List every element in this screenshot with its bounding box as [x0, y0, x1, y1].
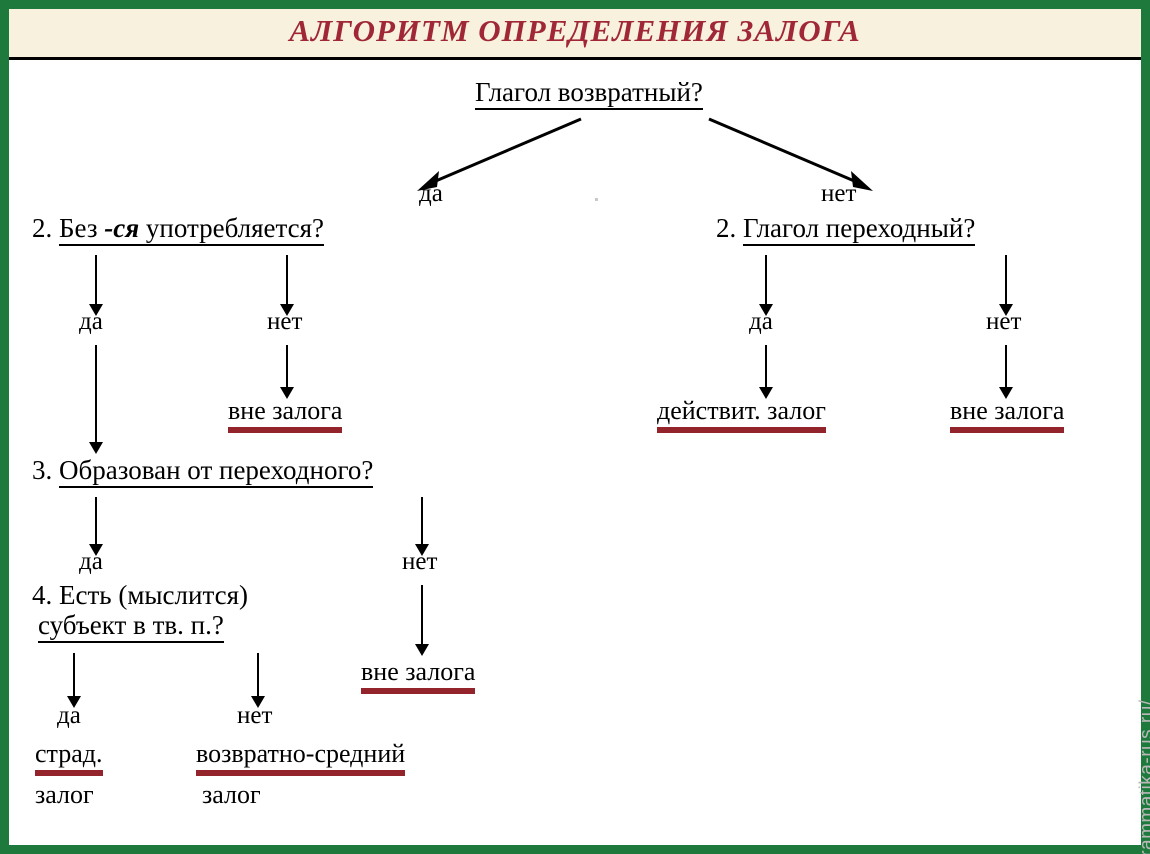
node-result-vne-zaloga-1: вне залога [228, 396, 343, 434]
q4-text-line2: субъект в тв. п.? [38, 610, 224, 644]
speck-artifact [595, 198, 598, 201]
result-text-line2: залог [202, 780, 261, 810]
node-root-question: Глагол возвратный? [475, 77, 703, 111]
edge-q2r-yes-arrow [759, 304, 773, 316]
edge-q2r-no-line [1005, 255, 1007, 307]
edge-q3-no-line [421, 497, 423, 547]
edge-q2-no-to-result-arrow [280, 387, 294, 399]
edge-label-q4-no: нет [237, 702, 273, 729]
node-q4-subject-instrumental: 4. Есть (мыслится) субъект в тв. п.? [32, 580, 248, 644]
node-q2-reflexive: 2. Без -ся употребляется? [32, 213, 325, 247]
q2-text-before: Без [59, 213, 105, 243]
node-result-vne-zaloga-3: вне залога [950, 396, 1065, 434]
result-line-1: возвратно-средний [196, 739, 406, 777]
edge-label-q3-no: нет [402, 548, 438, 575]
edge-q3-no-to-result-arrow [415, 644, 429, 656]
edge-label-q2r-no: нет [986, 308, 1022, 335]
edge-q4-no-line [257, 653, 259, 699]
q4-line-1: 4. Есть (мыслится) [32, 580, 248, 610]
node-q2-transitive: 2. Глагол переходный? [716, 213, 976, 247]
edge-q3-no-arrow [415, 544, 429, 556]
q4-number: 4. [32, 580, 53, 610]
result-text: действит. залог [657, 396, 826, 434]
q2r-question-text: Глагол переходный? [743, 213, 976, 247]
edge-label-q2-yes: да [79, 308, 103, 335]
frame-border-top [0, 0, 1150, 9]
page-title: АЛГОРИТМ ОПРЕДЕЛЕНИЯ ЗАЛОГА [289, 13, 861, 48]
q2-emphasis-sya: -ся [104, 213, 140, 243]
edge-q4-no-arrow [251, 696, 265, 708]
result-text-line2: залог [35, 780, 94, 810]
edge-q2r-yes-line [765, 255, 767, 307]
edge-q2r-no-to-result-line [1005, 345, 1007, 390]
edge-root-to-no [708, 117, 873, 191]
edge-q2-yes-arrow [89, 304, 103, 316]
edge-q2r-yes-to-result-line [765, 345, 767, 390]
root-question-text: Глагол возвратный? [475, 77, 703, 111]
watermark-url: https://grammatika-rus.ru/ [1136, 699, 1150, 854]
edge-q4-yes-arrow [67, 696, 81, 708]
q3-number: 3. [32, 455, 53, 485]
frame-border-left [0, 0, 9, 854]
edge-q2r-yes-to-result-arrow [759, 387, 773, 399]
edge-q2-yes-to-q3-line [95, 345, 97, 445]
q4-line-2: субъект в тв. п.? [38, 610, 248, 644]
node-result-deystvit-zalog: действит. залог [657, 396, 826, 434]
edge-q4-yes-line [73, 653, 75, 699]
edge-q2-no-line [286, 255, 288, 307]
node-result-vozvratno-sredniy-zalog: возвратно-средний залог [196, 739, 406, 809]
frame-border-right [1141, 0, 1150, 854]
edge-label-q2-no: нет [267, 308, 303, 335]
q2-question-text: Без -ся употребляется? [59, 213, 325, 247]
edge-q2r-no-arrow [999, 304, 1013, 316]
edge-q3-yes-line [95, 497, 97, 547]
q2r-number: 2. [716, 213, 737, 243]
result-line-2: залог [35, 780, 103, 809]
edge-q2-yes-to-q3-arrow [89, 442, 103, 454]
result-text: вне залога [228, 396, 343, 434]
node-result-strad-zalog: страд. залог [35, 739, 103, 809]
result-line-2: залог [202, 780, 405, 809]
edge-root-to-yes [417, 117, 582, 191]
edge-label-q3-yes: да [79, 548, 103, 575]
node-result-vne-zaloga-2: вне залога [361, 657, 476, 695]
result-text-line1: страд. [35, 739, 103, 777]
flowchart-canvas: Глагол возвратный? да нет 2. Без -ся упо… [9, 63, 1141, 845]
result-line-1: страд. [35, 739, 103, 777]
q2-text-after: употребляется? [139, 213, 325, 243]
edge-label-root-no: нет [821, 180, 857, 207]
edge-q2-yes-line [95, 255, 97, 307]
edge-q2-no-arrow [280, 304, 294, 316]
q3-question-text: Образован от переходного? [59, 455, 374, 489]
edge-q3-no-to-result-line [421, 585, 423, 647]
frame-border-bottom [0, 845, 1150, 854]
edge-label-q2r-yes: да [749, 308, 773, 335]
result-text: вне залога [361, 657, 476, 695]
result-text: вне залога [950, 396, 1065, 434]
edge-label-root-yes: да [419, 180, 443, 207]
header-band: АЛГОРИТМ ОПРЕДЕЛЕНИЯ ЗАЛОГА [9, 9, 1141, 60]
result-text-line1: возвратно-средний [196, 739, 406, 777]
edge-q2-no-to-result-line [286, 345, 288, 390]
edge-label-q4-yes: да [57, 702, 81, 729]
edge-q3-yes-arrow [89, 544, 103, 556]
node-q3-derived-from-transitive: 3. Образован от переходного? [32, 455, 374, 489]
q2-number: 2. [32, 213, 53, 243]
q4-text-line1: Есть (мыслится) [59, 580, 248, 610]
edge-q2r-no-to-result-arrow [999, 387, 1013, 399]
